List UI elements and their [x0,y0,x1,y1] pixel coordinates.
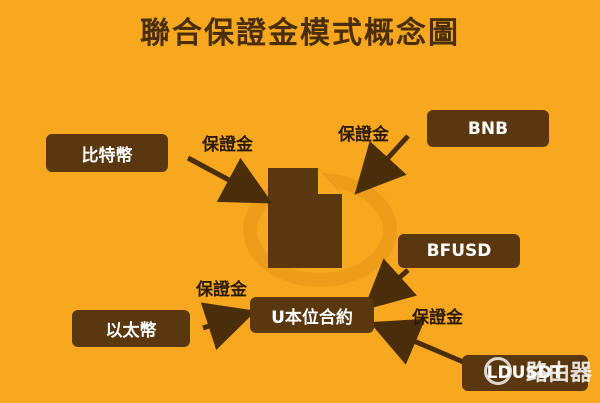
arrow-eth-to-contract [200,302,257,351]
document-icon [268,168,342,268]
edge-label-eth: 保證金 [196,280,247,300]
node-btc: 比特幣 [46,134,168,172]
node-contract-label: U本位合約 [271,307,353,328]
node-eth-label: 以太幣 [105,321,157,341]
watermark-text: 路由器 [525,361,592,386]
diagram-title: 聯合保證金模式概念圖 [140,16,460,51]
arrow-bfusd-to-contract [363,258,418,311]
arrow-ldusdt-to-contract [369,318,469,367]
node-btc-label: 比特幣 [81,145,133,166]
node-contract: U本位合約 [250,297,374,333]
edge-label-btc: 保證金 [202,135,253,155]
node-bfusd: BFUSD [398,234,520,268]
node-bnb: BNB [427,110,549,147]
router-icon [484,357,512,385]
arrow-btc-to-document [186,155,273,204]
edge-label-bnb: 保證金 [338,125,389,145]
arrow-bnb-to-document [354,134,410,195]
node-bfusd-label: BFUSD [426,241,492,261]
node-eth: 以太幣 [72,310,190,347]
node-bnb-label: BNB [467,118,509,139]
edge-label-ldusdt: 保證金 [412,308,463,328]
